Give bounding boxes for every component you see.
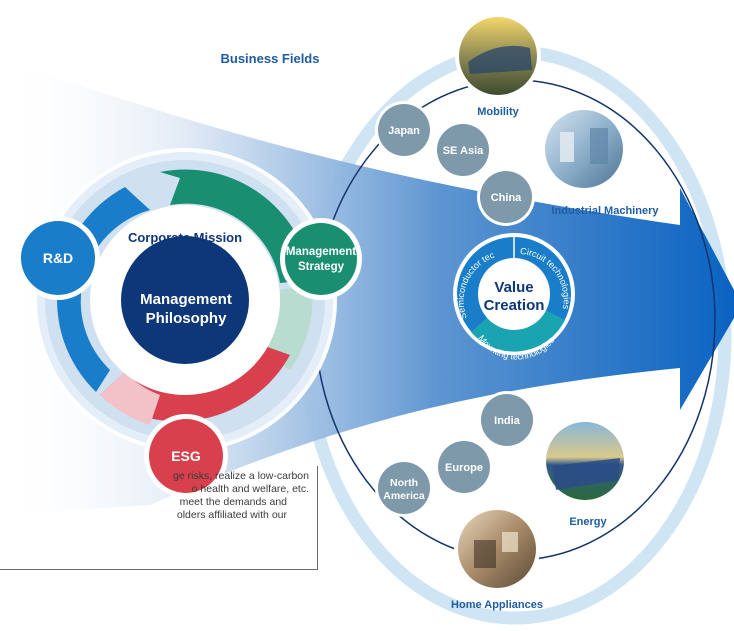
- esg-note-line: meet the demands and: [179, 496, 287, 508]
- svg-text:Europe: Europe: [445, 462, 483, 474]
- region-india: India: [478, 391, 536, 449]
- rd-pillar: R&D: [16, 216, 100, 300]
- esg-arc-fade: [100, 372, 160, 425]
- philosophy-circle: [121, 236, 249, 364]
- region-se-asia: SE Asia: [434, 121, 492, 179]
- esg-pillar: ESG: [144, 414, 228, 498]
- svg-text:North: North: [390, 477, 418, 489]
- industrial-photo: [545, 110, 623, 188]
- esg-label: ESG: [171, 448, 201, 464]
- region-north-america: North America: [375, 459, 433, 517]
- field-mobility: Mobility: [455, 13, 541, 118]
- esg-note-box: ge risks, realize a low-carbon o health …: [0, 466, 318, 570]
- region-europe: Europe: [435, 438, 493, 496]
- svg-text:Mobility: Mobility: [477, 106, 519, 118]
- svg-text:China: China: [491, 192, 522, 204]
- strategy-arc-fade: [262, 285, 313, 370]
- field-industrial-machinery: Industrial Machinery: [541, 106, 659, 217]
- svg-text:SE Asia: SE Asia: [443, 145, 484, 157]
- rd-label: R&D: [43, 250, 73, 266]
- region-china: China: [477, 168, 535, 226]
- strategy-arc: [160, 169, 312, 283]
- svg-text:Energy: Energy: [569, 516, 607, 528]
- home-appliances-photo: [458, 510, 536, 588]
- strategy-pillar: Management Strategy: [280, 218, 362, 300]
- mission-label: Corporate Mission: [128, 230, 242, 245]
- esg-note-line: o health and welfare, etc.: [191, 483, 309, 495]
- strategy-line2: Strategy: [298, 261, 345, 273]
- business-fields-title: Business Fields: [221, 51, 320, 66]
- field-energy: Energy: [542, 418, 628, 528]
- svg-text:Industrial Machinery: Industrial Machinery: [552, 205, 660, 217]
- esg-note-line: ge risks, realize a low-carbon: [173, 470, 309, 482]
- svg-text:India: India: [494, 415, 521, 427]
- philosophy-line1: Management: [140, 291, 232, 308]
- core-wheel: Corporate Mission Management Philosophy: [33, 148, 337, 452]
- strategy-line1: Management: [286, 246, 356, 258]
- value-line1: Value: [494, 279, 533, 296]
- philosophy-line2: Philosophy: [146, 310, 227, 327]
- esg-note-line: olders affiliated with our: [176, 509, 287, 521]
- region-japan: Japan: [375, 101, 433, 159]
- svg-text:America: America: [383, 490, 425, 502]
- value-line2: Creation: [484, 297, 545, 314]
- svg-text:Japan: Japan: [388, 125, 420, 137]
- field-home-appliances: Home Appliances: [451, 506, 543, 611]
- svg-text:Home Appliances: Home Appliances: [451, 599, 543, 611]
